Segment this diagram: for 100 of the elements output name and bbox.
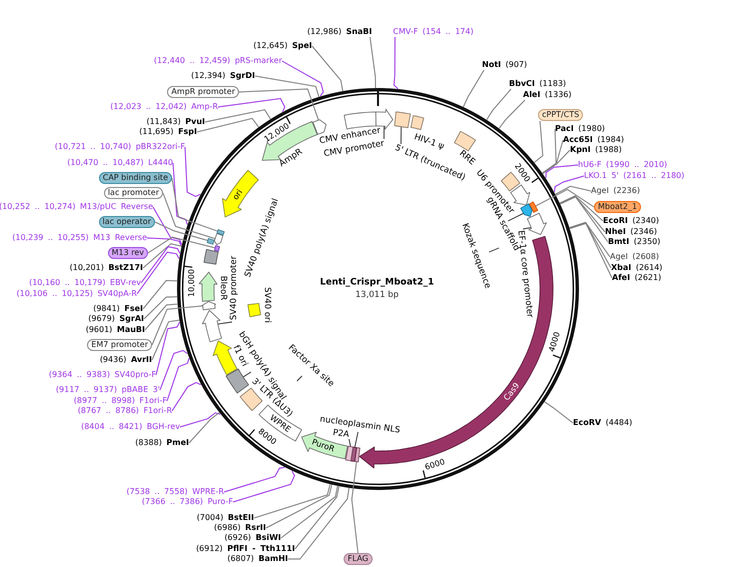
leader-line <box>172 178 218 232</box>
leader-line <box>184 146 201 198</box>
leader-line <box>217 322 232 325</box>
primer-label: (9117 .. 9137) pBABE 3' <box>56 385 160 395</box>
feature-tag: cPPT/CTS <box>538 109 584 121</box>
directional-feature <box>526 212 548 236</box>
restriction-site-label: XbaI (2614) <box>611 263 662 273</box>
leader-line <box>254 76 320 98</box>
leader-line <box>146 238 182 247</box>
scale-label: 10,000 <box>187 268 198 296</box>
restriction-site-label: AgeI (2608) <box>610 252 659 262</box>
directional-feature <box>198 271 219 303</box>
leader-line <box>351 461 358 554</box>
leader-line <box>154 222 208 241</box>
leader-line <box>180 412 221 428</box>
feature-block <box>225 368 250 395</box>
feature-tag: CAP binding site <box>98 172 172 184</box>
restriction-site-label: (12,645) SpeI <box>253 41 312 51</box>
feature-block <box>203 248 220 266</box>
restriction-site-label: (6912) PflFI - Tth111I <box>196 544 295 554</box>
primer-label: (10,106 .. 10,125) SV40pA-R <box>16 289 137 299</box>
leader-line <box>535 188 594 208</box>
feature-label: HIV-1 ψ <box>412 132 446 152</box>
leader-line <box>294 486 340 550</box>
scale-label: 6000 <box>424 457 446 473</box>
restriction-site-label: (9679) SgrAI <box>88 314 144 324</box>
leader-line <box>238 88 319 121</box>
primer-label: (8404 .. 8421) BGH-rev <box>81 422 180 432</box>
leader-line <box>354 432 358 448</box>
leader-line <box>142 243 182 268</box>
primer-label: (12,440 .. 12,459) pRS-marker <box>154 56 282 66</box>
restriction-site-label: AgeI (2236) <box>591 186 640 196</box>
leader-line <box>312 46 344 92</box>
leader-line <box>568 222 610 258</box>
restriction-site-label: (11,843) PvuI <box>146 117 205 127</box>
leader-line <box>144 304 178 330</box>
feature-bar <box>206 237 216 246</box>
feature-label: ori <box>230 188 245 202</box>
leader-line <box>542 150 570 174</box>
primer-label: (10,470 .. 10,487) L4440 <box>67 158 173 168</box>
primer-label: (7366 .. 7386) Puro-F <box>142 497 233 507</box>
leader-line <box>498 100 526 129</box>
restriction-site-label: NotI (907) <box>482 60 528 70</box>
leader-line <box>544 401 574 424</box>
leader-line <box>560 196 606 232</box>
restriction-site-label: (10,201) BstZ17I <box>70 263 143 273</box>
feature-tag: lac promoter <box>104 187 163 199</box>
leader-line <box>224 466 286 492</box>
leader-line <box>142 280 178 310</box>
feature-bar <box>528 200 539 214</box>
leader-line <box>488 248 500 252</box>
plasmid-name: Lenti_Crispr_Mboat2_1 <box>320 278 434 288</box>
leader-line <box>393 36 398 90</box>
leader-line <box>152 305 204 346</box>
restriction-site-label: (11,695) FspI <box>139 127 197 137</box>
restriction-site-label: (6986) RsrII <box>214 523 266 533</box>
leader-line <box>148 236 216 254</box>
restriction-site-label: (6807) BamHI <box>227 554 288 564</box>
plasmid-length: 13,011 bp <box>355 290 399 300</box>
leader-line <box>569 222 612 268</box>
feature-block <box>393 110 412 129</box>
leader-line <box>144 296 178 320</box>
primer-label: (8977 .. 8998) F1ori-F <box>74 396 167 406</box>
feature-label: SV40 promoter <box>229 256 239 320</box>
leader-line <box>218 98 286 112</box>
leader-line <box>370 36 376 88</box>
leader-line <box>242 372 252 378</box>
leader-line <box>559 195 604 222</box>
leader-line <box>136 252 180 294</box>
leader-line <box>522 227 532 230</box>
restriction-site-label: (12,986) SnaBI <box>307 27 372 37</box>
leader-line <box>162 192 216 240</box>
leader-line <box>288 487 350 560</box>
primer-label: (10,160 .. 10,179) EBV-rev <box>29 278 141 288</box>
restriction-site-label: PacI (1980) <box>555 124 605 134</box>
feature-tag: M13 rev <box>108 247 148 259</box>
directional-feature <box>200 300 217 311</box>
leader-line <box>534 120 544 163</box>
restriction-site-label: (12,394) SgrDI <box>191 71 255 81</box>
primer-label: (10,252 .. 10,274) M13/pUC Reverse <box>0 202 153 212</box>
leader-line <box>188 412 220 444</box>
feature-tag: EM7 promoter <box>87 339 152 351</box>
restriction-site-label: (8388) PmeI <box>135 438 189 448</box>
leader-line <box>204 109 272 122</box>
directional-feature <box>519 202 534 218</box>
feature-bar <box>344 445 354 462</box>
leader-line <box>508 212 524 222</box>
leader-line <box>172 162 188 225</box>
primer-label: (12,023 .. 12,042) Amp-R <box>110 102 218 112</box>
leader-line <box>254 484 331 518</box>
directional-feature <box>201 309 223 343</box>
directional-feature <box>213 232 224 246</box>
leader-line <box>172 382 202 412</box>
leader-line <box>280 485 338 538</box>
primer-label: CMV-F (154 .. 174) <box>393 27 474 37</box>
restriction-site-label: NheI (2346) <box>605 227 657 237</box>
feature-label: SV40 ori <box>262 287 272 323</box>
primer-label: (10,239 .. 10,255) M13 Reverse <box>12 233 147 243</box>
restriction-site-label: AfeI (2621) <box>612 273 662 283</box>
leader-line <box>384 126 385 140</box>
